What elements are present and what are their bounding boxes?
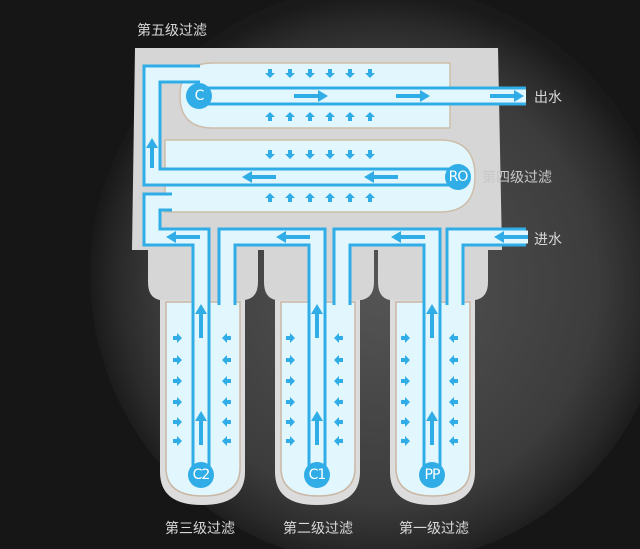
flow-arrow-icon bbox=[391, 231, 425, 243]
flow-arrow-icon bbox=[286, 417, 295, 427]
flow-arrow-icon bbox=[401, 436, 410, 446]
flow-arrow-icon bbox=[285, 69, 295, 78]
flow-arrow-icon bbox=[325, 150, 335, 159]
flow-arrow-icon bbox=[285, 112, 295, 121]
flow-arrow-icon bbox=[222, 397, 231, 407]
flow-arrow-icon bbox=[449, 355, 458, 365]
flow-arrow-icon bbox=[396, 90, 430, 102]
flow-arrow-icon bbox=[195, 411, 207, 445]
stage3-label: 第三级过滤 bbox=[165, 521, 235, 537]
flow-arrow-icon bbox=[222, 417, 231, 427]
flow-arrow-icon bbox=[401, 397, 410, 407]
filter-badge-c2: C2 bbox=[188, 462, 214, 488]
flow-arrow-icon bbox=[286, 436, 295, 446]
flow-arrow-icon bbox=[345, 69, 355, 78]
flow-arrow-icon bbox=[222, 436, 231, 446]
flow-arrow-icon bbox=[401, 376, 410, 386]
flow-arrow-icon bbox=[494, 231, 528, 243]
flow-arrow-icon bbox=[334, 417, 343, 427]
flow-arrow-icon bbox=[365, 112, 375, 121]
flow-arrow-icon bbox=[311, 411, 323, 445]
flow-arrow-icon bbox=[334, 397, 343, 407]
flow-arrow-icon bbox=[334, 355, 343, 365]
flow-arrow-icon bbox=[325, 69, 335, 78]
flow-arrow-icon bbox=[449, 417, 458, 427]
flow-arrow-icon bbox=[265, 112, 275, 121]
filter-badge-pp: PP bbox=[419, 462, 445, 488]
flow-arrow-icon bbox=[401, 355, 410, 365]
stage1-label: 第一级过滤 bbox=[399, 521, 469, 537]
flow-arrow-icon bbox=[173, 355, 182, 365]
flow-arrow-icon bbox=[286, 397, 295, 407]
flow-arrow-icon bbox=[365, 193, 375, 202]
flow-arrow-icon bbox=[222, 333, 231, 343]
flow-arrow-icon bbox=[242, 171, 276, 183]
flow-arrow-icon bbox=[401, 417, 410, 427]
flow-arrow-icon bbox=[276, 231, 310, 243]
flow-arrow-icon bbox=[286, 333, 295, 343]
flow-arrow-icon bbox=[222, 355, 231, 365]
stage5-label: 第五级过滤 bbox=[137, 23, 207, 39]
flow-arrow-icon bbox=[325, 112, 335, 121]
flow-arrow-icon bbox=[365, 69, 375, 78]
water-out-label: 出水 bbox=[534, 90, 562, 106]
flow-arrow-icon bbox=[265, 150, 275, 159]
flow-arrow-icon bbox=[426, 411, 438, 445]
flow-arrow-icon bbox=[426, 304, 438, 338]
flow-arrow-icon bbox=[334, 436, 343, 446]
flow-arrow-icon bbox=[449, 436, 458, 446]
flow-arrow-icon bbox=[334, 333, 343, 343]
flow-arrows bbox=[146, 69, 528, 446]
flow-arrow-icon bbox=[166, 231, 200, 243]
flow-arrow-icon bbox=[325, 193, 335, 202]
flow-arrow-icon bbox=[449, 397, 458, 407]
flow-arrow-icon bbox=[265, 69, 275, 78]
flow-arrow-icon bbox=[146, 138, 158, 168]
water-in-label: 进水 bbox=[534, 232, 562, 248]
flow-arrow-icon bbox=[265, 193, 275, 202]
stage4-label: 第四级过滤 bbox=[482, 170, 552, 186]
flow-arrow-icon bbox=[345, 150, 355, 159]
filter-badge-ro: RO bbox=[445, 164, 471, 190]
flow-arrow-icon bbox=[365, 150, 375, 159]
flow-arrow-icon bbox=[173, 436, 182, 446]
flow-arrow-icon bbox=[173, 397, 182, 407]
stage2-label: 第二级过滤 bbox=[283, 521, 353, 537]
flow-arrow-icon bbox=[286, 376, 295, 386]
flow-arrow-icon bbox=[364, 171, 398, 183]
flow-arrow-icon bbox=[305, 150, 315, 159]
flow-arrow-icon bbox=[449, 333, 458, 343]
flow-arrow-icon bbox=[285, 150, 295, 159]
flow-arrow-icon bbox=[222, 376, 231, 386]
flow-arrow-icon bbox=[345, 193, 355, 202]
flow-arrow-icon bbox=[311, 304, 323, 338]
flow-arrow-icon bbox=[294, 90, 328, 102]
flow-arrow-icon bbox=[345, 112, 355, 121]
flow-arrow-icon bbox=[490, 90, 524, 102]
flow-arrow-icon bbox=[173, 333, 182, 343]
flow-arrow-icon bbox=[449, 376, 458, 386]
flow-arrow-icon bbox=[305, 112, 315, 121]
filter-badge-c1: C1 bbox=[304, 462, 330, 488]
flow-arrow-icon bbox=[173, 376, 182, 386]
filter-badge-c: C bbox=[186, 83, 212, 109]
flow-arrow-icon bbox=[305, 193, 315, 202]
flow-arrow-icon bbox=[195, 304, 207, 338]
flow-arrow-icon bbox=[305, 69, 315, 78]
flow-arrow-icon bbox=[285, 193, 295, 202]
flow-arrow-icon bbox=[401, 333, 410, 343]
flow-arrow-icon bbox=[173, 417, 182, 427]
flow-arrow-icon bbox=[334, 376, 343, 386]
flow-arrow-icon bbox=[286, 355, 295, 365]
